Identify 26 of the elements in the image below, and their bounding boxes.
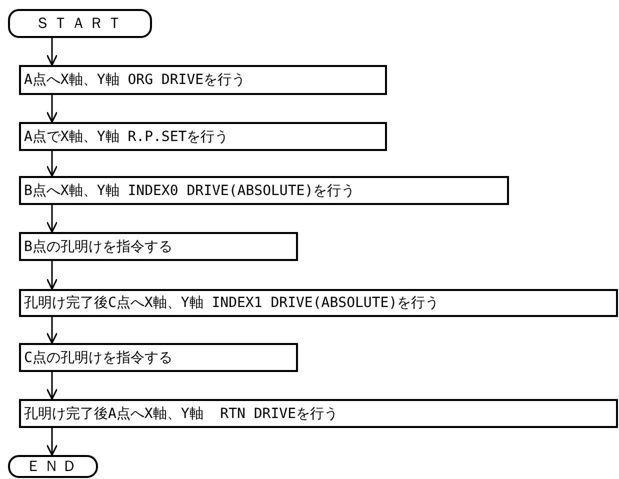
step-text: A点へX軸、Y軸 ORG DRIVEを行う	[24, 71, 246, 89]
step-text: 孔明け完了後A点へX軸、Y軸 RTN DRIVEを行う	[24, 404, 338, 422]
process-box	[19, 289, 618, 317]
step-text: A点でX軸、Y軸 R.P.SETを行う	[24, 128, 229, 146]
step-text: ＥＮＤ	[26, 457, 80, 476]
step-text: 孔明け完了後C点へX軸、Y軸 INDEX1 DRIVE(ABSOLUTE)を行う	[24, 294, 440, 312]
terminal-box	[8, 9, 152, 38]
arrow	[46, 95, 58, 123]
arrow	[46, 372, 58, 400]
arrow	[46, 428, 58, 456]
step-text: C点の孔明けを指令する	[24, 348, 172, 366]
process-box	[19, 176, 509, 205]
terminal-box	[8, 455, 98, 478]
arrow	[46, 317, 58, 344]
step-text: B点へX軸、Y軸 INDEX0 DRIVE(ABSOLUTE)を行う	[24, 182, 356, 200]
arrow	[46, 261, 58, 290]
process-box	[19, 232, 298, 261]
process-box	[19, 122, 387, 151]
process-box	[19, 65, 387, 95]
step-text: B点の孔明けを指令する	[24, 238, 172, 256]
arrow	[46, 38, 58, 66]
process-box	[19, 399, 618, 428]
arrow	[46, 205, 58, 233]
step-text: ＳＴＡＲＴ	[35, 14, 125, 33]
arrow	[46, 151, 58, 177]
process-box	[19, 343, 298, 372]
